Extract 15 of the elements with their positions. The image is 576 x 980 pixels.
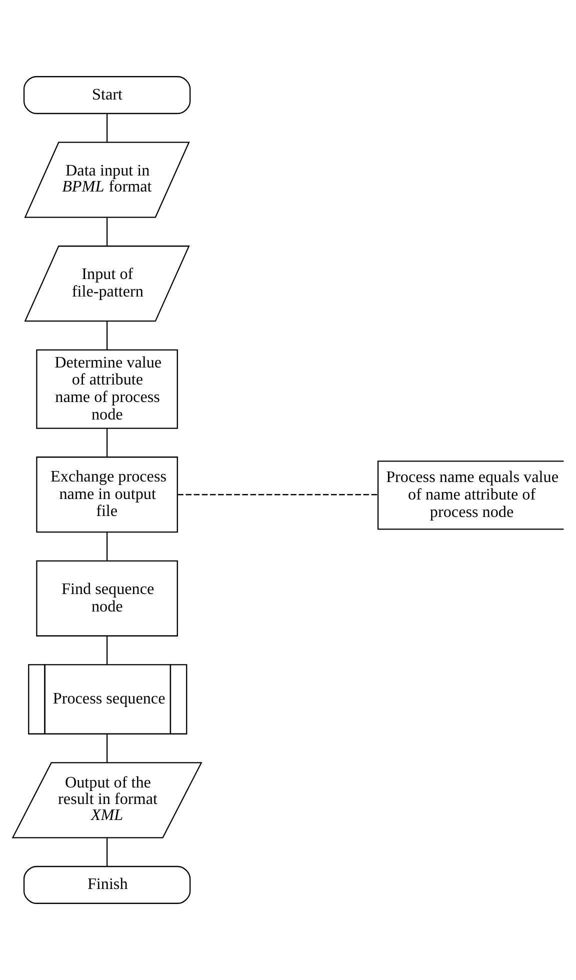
connector [106, 838, 108, 866]
connector [106, 114, 108, 142]
node-box: Exchange process name in output file [36, 456, 178, 533]
connector [106, 321, 108, 350]
connector [106, 734, 108, 763]
node-box: Start [23, 76, 191, 114]
node-text: Process name equals value of name attribute of process node [386, 469, 559, 521]
connector [178, 494, 378, 496]
node-box: Finish [23, 866, 191, 904]
node-box: Determine value of attribute name of process node [36, 349, 178, 429]
connector [106, 532, 108, 561]
connector [106, 218, 108, 246]
connector [106, 428, 108, 457]
connector [106, 636, 108, 665]
node-box: Find sequence node [36, 560, 178, 636]
